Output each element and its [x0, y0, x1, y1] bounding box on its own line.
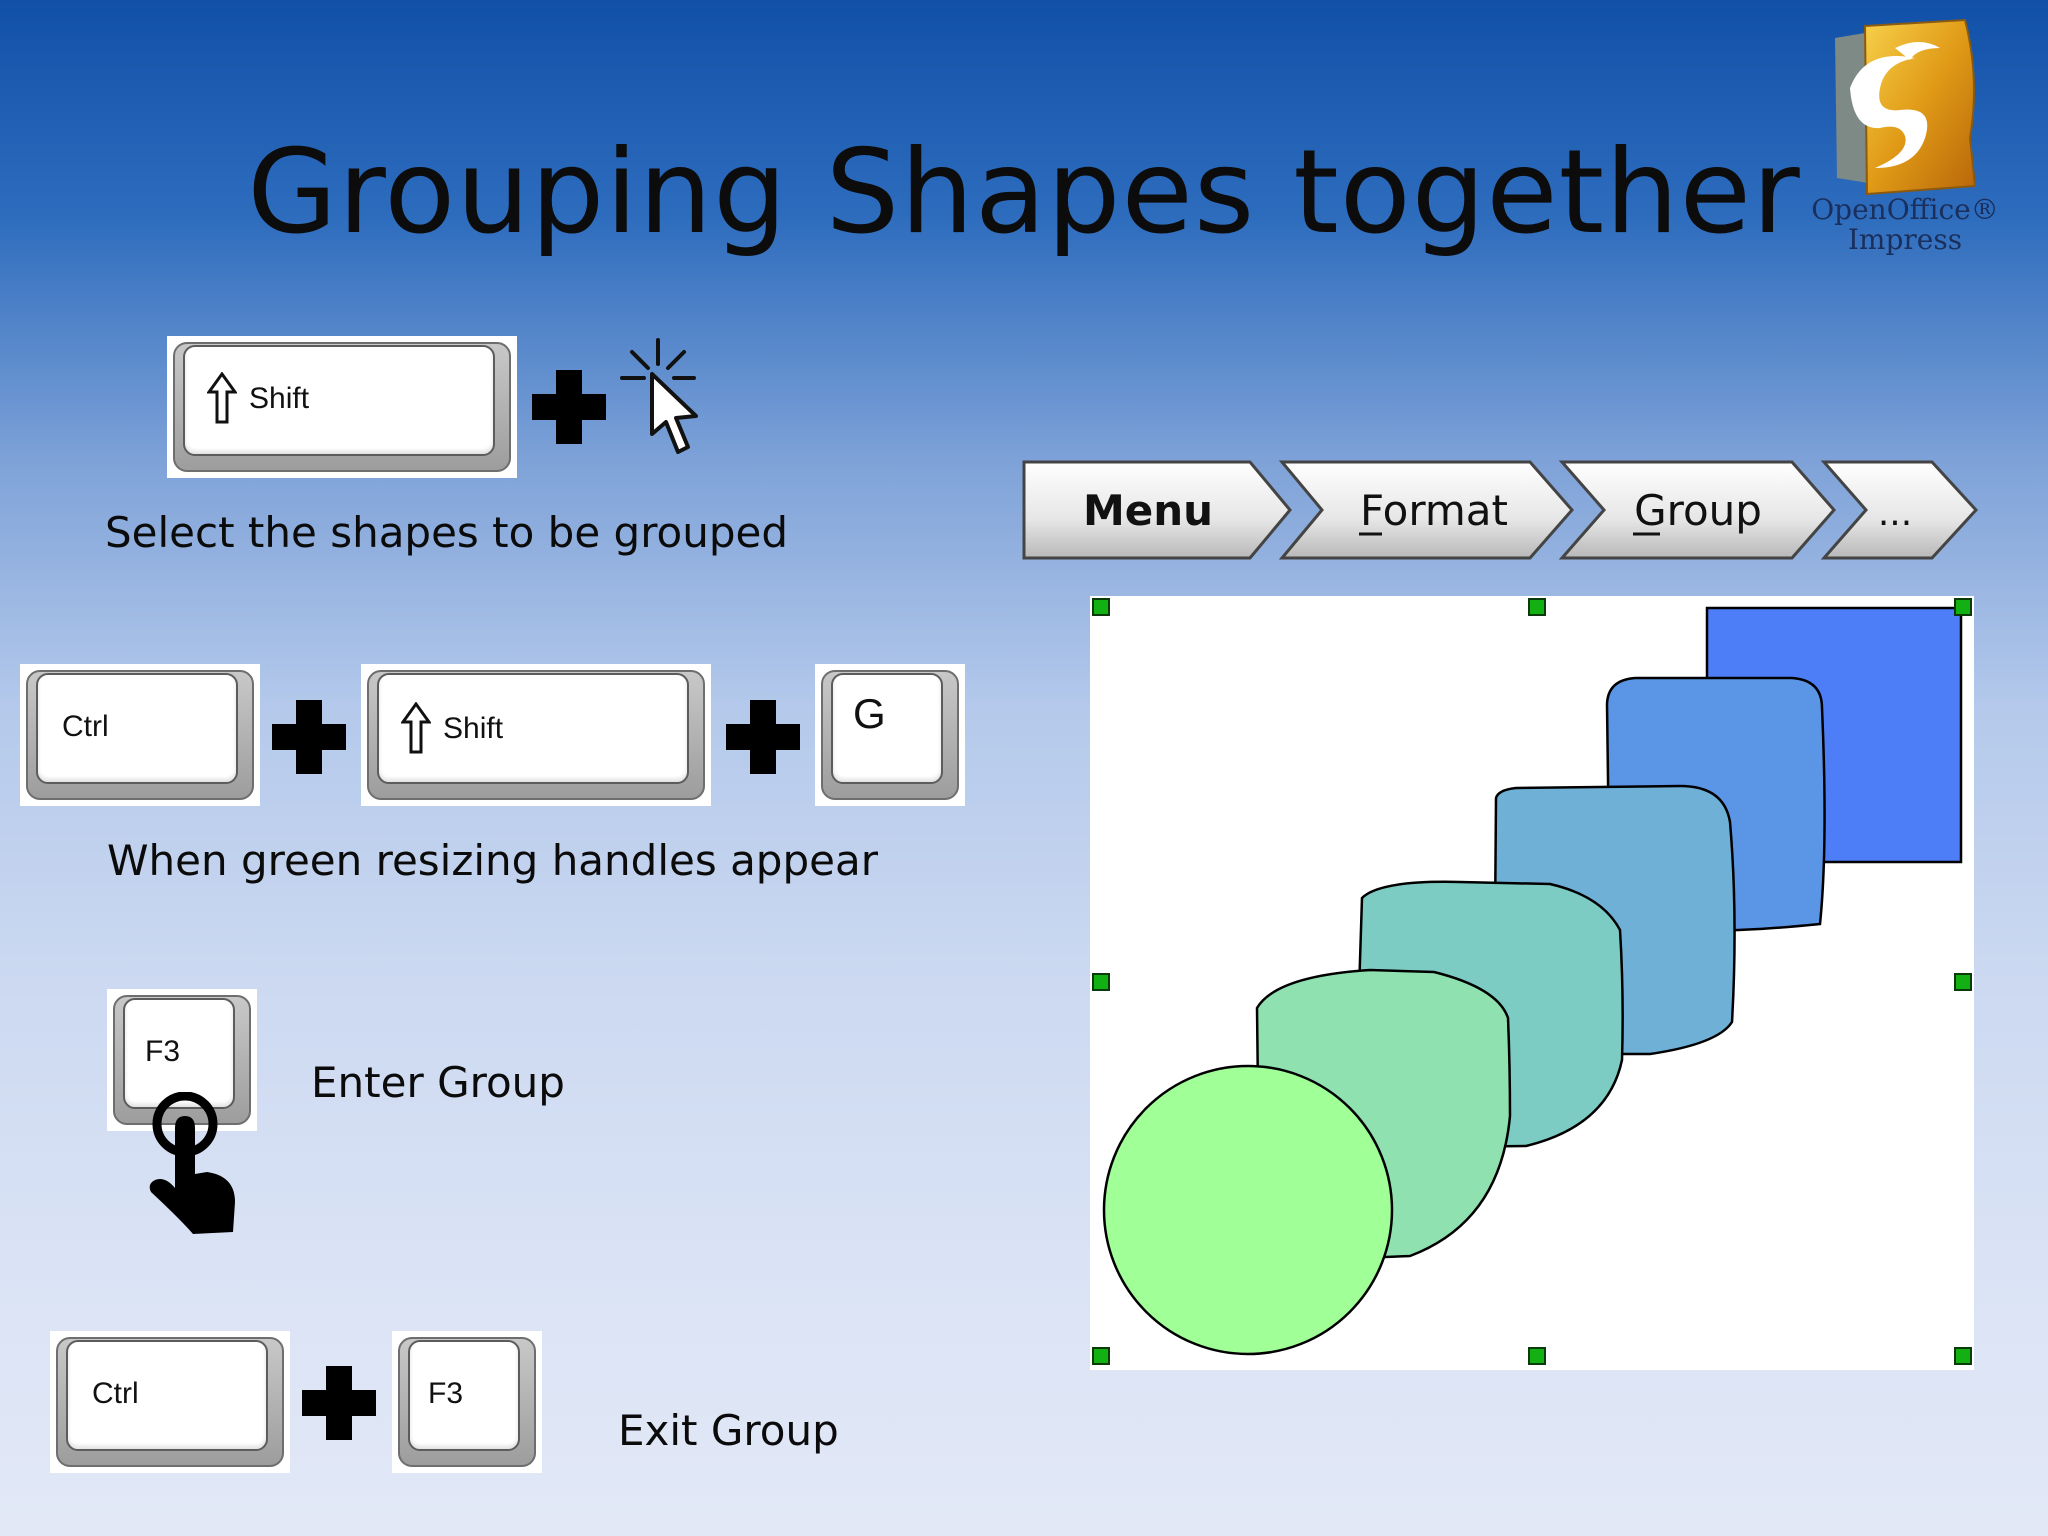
key-label: F3 [428, 1377, 464, 1410]
shift-arrow-icon [401, 702, 431, 754]
key-label: Shift [249, 382, 310, 415]
plus-icon [726, 700, 800, 774]
f3-key: F3 [392, 1331, 542, 1473]
menu-path-label: Menu [1083, 486, 1213, 535]
resize-handle-bottom-right[interactable] [1954, 1347, 1972, 1365]
resize-handle-middle-left[interactable] [1092, 973, 1110, 991]
resize-handle-bottom-center[interactable] [1528, 1347, 1546, 1365]
shift-arrow-icon [207, 372, 237, 424]
menu-path-step-more [1820, 460, 1979, 560]
menu-path-label: ... [1878, 493, 1912, 534]
openoffice-logo-icon [1835, 18, 1977, 196]
resize-handle-top-left[interactable] [1092, 598, 1110, 616]
key-label: F3 [145, 1035, 181, 1068]
selection-handles [1092, 598, 1972, 1365]
menu-path: Menu Format Group ... [1022, 460, 1979, 560]
key-label: Shift [443, 712, 504, 745]
resize-handle-top-center[interactable] [1528, 598, 1546, 616]
menu-path-label: Format [1360, 486, 1508, 535]
grouped-shapes-canvas [1090, 596, 1974, 1370]
resize-handle-top-right[interactable] [1954, 598, 1972, 616]
menu-path-label: Group [1634, 486, 1762, 535]
grouped-shapes-drawing [1092, 598, 1972, 1365]
mouse-click-icon [620, 338, 698, 454]
circle-shape[interactable] [1102, 1064, 1394, 1356]
logo-line2: Impress [1847, 223, 1963, 256]
resize-handle-middle-right[interactable] [1954, 973, 1972, 991]
step3-caption: Enter Group [311, 1058, 565, 1107]
shift-key: Shift [167, 336, 517, 478]
logo-line1: OpenOffice® [1811, 193, 1999, 226]
openoffice-impress-logo: OpenOffice® Impress [1805, 18, 2005, 258]
plus-icon [532, 370, 606, 444]
step2-caption: When green resizing handles appear [107, 836, 878, 885]
resize-handle-bottom-left[interactable] [1092, 1347, 1110, 1365]
menu-path-step-menu [1022, 460, 1292, 560]
f3-key: F3 [107, 989, 257, 1131]
plus-icon [272, 700, 346, 774]
finger-tap-icon [149, 1092, 235, 1234]
key-label: Ctrl [92, 1377, 139, 1410]
menu-path-step-group [1558, 460, 1836, 560]
shift-key: Shift [361, 664, 711, 806]
step1-caption: Select the shapes to be grouped [105, 508, 789, 557]
slide-title: Grouping Shapes together [247, 125, 1801, 260]
ctrl-key: Ctrl [20, 664, 260, 806]
step4-caption: Exit Group [618, 1406, 839, 1455]
key-label: G [853, 690, 886, 737]
plus-icon [302, 1366, 376, 1440]
ctrl-key: Ctrl [50, 1331, 290, 1473]
g-key: G [815, 664, 965, 806]
menu-path-step-format [1278, 460, 1574, 560]
key-label: Ctrl [62, 710, 109, 743]
